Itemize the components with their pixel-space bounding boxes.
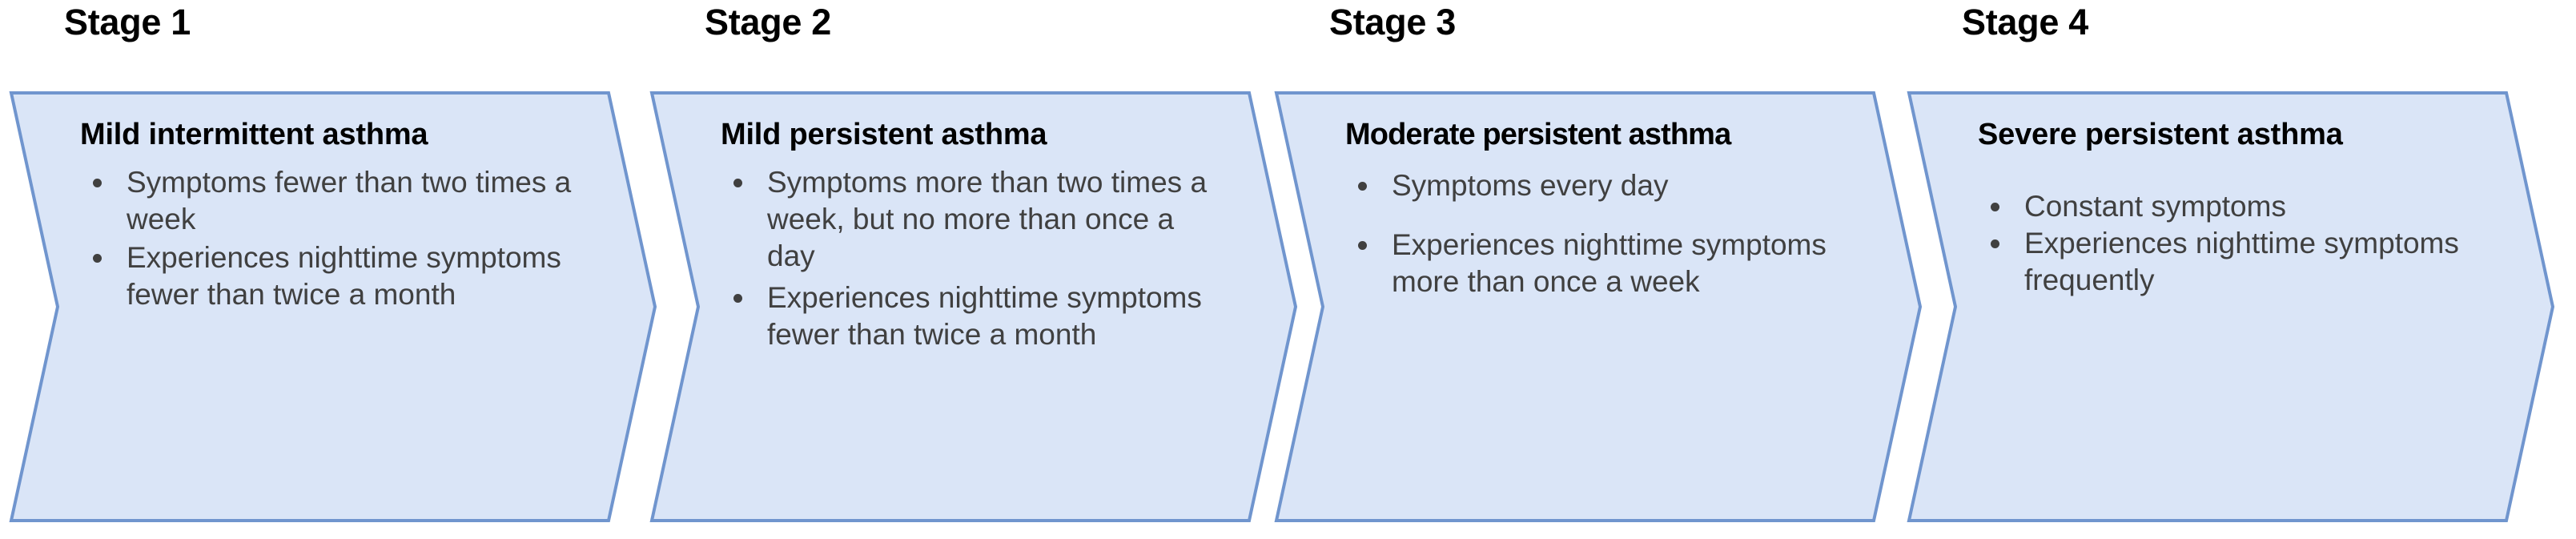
bullet-text: Experiences nighttime symptoms frequentl… (2024, 227, 2459, 296)
stage-1[interactable]: Stage 1 Mild intermittent asthma Symptom… (0, 0, 657, 539)
bullet-text: Experiences nighttime symptoms fewer tha… (127, 241, 561, 311)
stage-2-bullet-list: Symptoms more than two times a week, but… (721, 164, 1217, 358)
bullet-text: Constant symptoms (2024, 190, 2286, 223)
stage-2-title: Mild persistent asthma (721, 118, 1047, 151)
bullet-dot-icon (1358, 241, 1367, 250)
list-item: Symptoms more than two times a week, but… (721, 164, 1217, 275)
stage-3-content: Moderate persistent asthma Symptoms ever… (1265, 91, 1922, 523)
chevron-shape-icon (1274, 91, 1922, 522)
list-item: Symptoms fewer than two times a week (80, 164, 577, 238)
chevron-shape-icon (9, 91, 657, 522)
stage-1-chevron[interactable]: Mild intermittent asthma Symptoms fewer … (0, 91, 657, 523)
stage-2-content: Mild persistent asthma Symptoms more tha… (641, 91, 1297, 523)
stage-2-chevron[interactable]: Mild persistent asthma Symptoms more tha… (641, 91, 1297, 523)
list-item: Experiences nighttime symptoms fewer tha… (721, 280, 1217, 353)
list-item: Experiences nighttime symptoms frequentl… (1978, 225, 2474, 299)
stage-2-label: Stage 2 (705, 2, 831, 42)
stage-4-bullet-list: Constant symptoms Experiences nighttime … (1978, 188, 2474, 299)
bullet-text: Symptoms fewer than two times a week (127, 166, 572, 235)
stage-3-bullet-list: Symptoms every day Experiences nighttime… (1345, 167, 1842, 323)
bullet-text: Experiences nighttime symptoms more than… (1392, 228, 1827, 298)
stage-3-title: Moderate persistent asthma (1345, 118, 1731, 151)
list-item: Experiences nighttime symptoms fewer tha… (80, 239, 577, 313)
bullet-text: Experiences nighttime symptoms fewer tha… (767, 281, 1202, 351)
list-item: Symptoms every day (1345, 167, 1842, 204)
stage-3[interactable]: Stage 3 Moderate persistent asthma Sympt… (1265, 0, 1922, 539)
stage-2-content-clip: Mild persistent asthma Symptoms more tha… (641, 91, 1297, 523)
stage-3-content-clip: Moderate persistent asthma Symptoms ever… (1265, 91, 1922, 523)
stage-4-title: Severe persistent asthma (1978, 118, 2343, 151)
stage-2[interactable]: Stage 2 Mild persistent asthma Symptoms … (641, 0, 1297, 539)
bullet-dot-icon (1991, 239, 1999, 248)
bullet-text: Symptoms more than two times a week, but… (767, 166, 1208, 272)
chevron-shape-icon (649, 91, 1297, 522)
stage-4[interactable]: Stage 4 Severe persistent asthma Constan… (1898, 0, 2555, 539)
stage-1-content: Mild intermittent asthma Symptoms fewer … (0, 91, 657, 523)
bullet-dot-icon (1991, 203, 1999, 211)
list-item: Constant symptoms (1978, 188, 2474, 225)
bullet-dot-icon (733, 294, 742, 303)
stage-4-label: Stage 4 (1962, 2, 2088, 42)
stage-1-bullet-list: Symptoms fewer than two times a week Exp… (80, 164, 577, 315)
bullet-dot-icon (93, 254, 102, 263)
stage-1-label: Stage 1 (64, 2, 191, 42)
bullet-text: Symptoms every day (1392, 169, 1669, 202)
stage-3-label: Stage 3 (1329, 2, 1456, 42)
list-item: Experiences nighttime symptoms more than… (1345, 227, 1842, 300)
stage-1-title: Mild intermittent asthma (80, 118, 428, 151)
stage-4-chevron[interactable]: Severe persistent asthma Constant sympto… (1898, 91, 2555, 523)
bullet-dot-icon (93, 179, 102, 187)
bullet-dot-icon (1358, 182, 1367, 191)
stage-3-chevron[interactable]: Moderate persistent asthma Symptoms ever… (1265, 91, 1922, 523)
stage-1-content-clip: Mild intermittent asthma Symptoms fewer … (0, 91, 657, 523)
chevron-shape-icon (1907, 91, 2555, 522)
bullet-dot-icon (733, 179, 742, 187)
stage-4-content: Severe persistent asthma Constant sympto… (1898, 91, 2554, 523)
stage-4-content-clip: Severe persistent asthma Constant sympto… (1898, 91, 2554, 523)
